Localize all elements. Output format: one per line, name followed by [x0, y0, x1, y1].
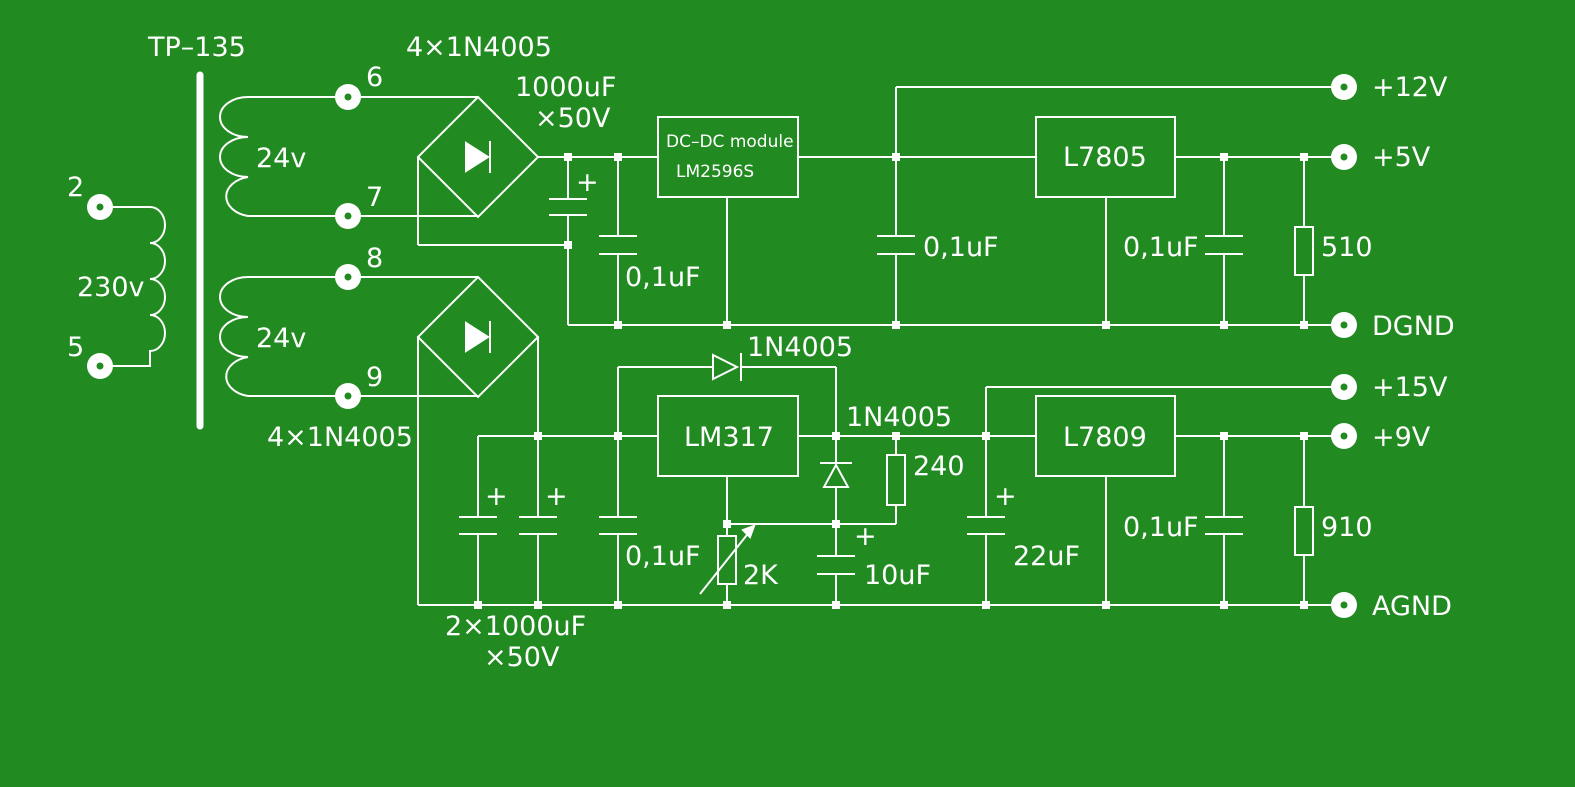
- cap-dual-label-1: 2×1000uF: [445, 611, 586, 642]
- pin-5-label: 5: [67, 332, 84, 363]
- bridge2-label: 4×1N4005: [267, 422, 413, 453]
- capacitor-22uf: [967, 516, 1005, 535]
- terminal-pin-7[interactable]: [335, 203, 361, 229]
- l7805-box: [1035, 116, 1176, 198]
- out-12v-label: +12V: [1372, 72, 1448, 103]
- terminal-15v[interactable]: [1331, 374, 1357, 400]
- capacitor-upper-01-b: [877, 235, 915, 255]
- out-dgnd-label: DGND: [1372, 311, 1455, 342]
- terminal-dgnd[interactable]: [1331, 312, 1357, 338]
- diode-top: [712, 353, 742, 381]
- cap-dual-b-plus: +: [545, 481, 568, 512]
- cap-main-label-1: 1000uF: [515, 72, 616, 103]
- capacitor-lower-01-a: [599, 516, 637, 535]
- cap-22uf-plus: +: [994, 481, 1017, 512]
- capacitor-upper-01-a: [599, 235, 637, 255]
- capacitor-1000uf-a: [459, 516, 497, 535]
- cap-10uf-label: 10uF: [864, 560, 931, 591]
- bridge-rectifier-2: [348, 275, 540, 605]
- l7809-box: [1035, 395, 1176, 477]
- out-5v-label: +5V: [1372, 142, 1431, 173]
- primary-winding: [100, 206, 166, 367]
- cap-10uf-plus: +: [854, 521, 877, 552]
- resistor-510: [1294, 226, 1314, 276]
- potentiometer-2k: [699, 524, 756, 595]
- cap-01-e-label: 0,1uF: [1123, 512, 1199, 543]
- lm317-box: [657, 395, 799, 477]
- terminal-pin-8[interactable]: [335, 264, 361, 290]
- primary-voltage-label: 230v: [77, 272, 145, 303]
- terminal-9v[interactable]: [1331, 423, 1357, 449]
- res-240-label: 240: [913, 451, 965, 482]
- diode-top-label: 1N4005: [747, 332, 853, 363]
- capacitor-10uf: [817, 555, 855, 575]
- terminal-12v[interactable]: [1331, 74, 1357, 100]
- l7805-label: L7805: [1063, 142, 1147, 173]
- bridge-rectifier-1: [348, 95, 568, 246]
- secondary-winding-2: [219, 276, 348, 397]
- dcdc-label-1: DC–DC module: [666, 132, 794, 152]
- cap-01-c-label: 0,1uF: [1123, 232, 1199, 263]
- cap-22uf-label: 22uF: [1013, 541, 1080, 572]
- secondary2-voltage-label: 24v: [256, 323, 306, 354]
- pin-6-label: 6: [366, 62, 383, 93]
- terminal-pin-6[interactable]: [335, 84, 361, 110]
- res-510-label: 510: [1321, 232, 1373, 263]
- terminal-5v[interactable]: [1331, 144, 1357, 170]
- cap-01-d-label: 0,1uF: [625, 541, 701, 572]
- upper-wiring: [567, 86, 1344, 326]
- secondary-winding-1: [219, 96, 348, 217]
- terminal-agnd[interactable]: [1331, 592, 1357, 618]
- junction-dots: [474, 153, 1308, 609]
- secondary1-voltage-label: 24v: [256, 143, 306, 174]
- resistor-240: [886, 454, 906, 506]
- terminal-pin-5[interactable]: [87, 353, 113, 379]
- terminal-pin-9[interactable]: [335, 383, 361, 409]
- pin-2-label: 2: [67, 172, 84, 203]
- cap-main-plus: +: [576, 167, 599, 198]
- dcdc-label-2: LM2596S: [676, 162, 754, 182]
- cap-01-a-label: 0,1uF: [625, 262, 701, 293]
- res-910-label: 910: [1321, 512, 1373, 543]
- cap-dual-label-2: ×50V: [484, 642, 560, 673]
- cap-main-label-2: ×50V: [535, 103, 611, 134]
- out-agnd-label: AGND: [1372, 591, 1452, 622]
- pot-2k-label: 2K: [743, 560, 779, 591]
- capacitor-lower-01-b: [1205, 516, 1243, 535]
- pin-9-label: 9: [366, 362, 383, 393]
- cap-01-b-label: 0,1uF: [923, 232, 999, 263]
- capacitor-1000uf: [549, 198, 587, 216]
- dcdc-module-box: [657, 116, 799, 198]
- diode-mid: [820, 462, 852, 488]
- cap-dual-a-plus: +: [485, 481, 508, 512]
- bridge1-label: 4×1N4005: [406, 32, 552, 63]
- transformer-label: TP–135: [147, 32, 246, 63]
- terminal-pin-2[interactable]: [87, 194, 113, 220]
- lm317-label: LM317: [684, 422, 774, 453]
- capacitor-upper-01-c: [1205, 235, 1243, 255]
- out-9v-label: +9V: [1372, 422, 1431, 453]
- capacitor-1000uf-b: [519, 516, 557, 535]
- resistor-910: [1294, 506, 1314, 556]
- diode-mid-label: 1N4005: [846, 402, 952, 433]
- pin-7-label: 7: [366, 182, 383, 213]
- l7809-label: L7809: [1063, 422, 1147, 453]
- out-15v-label: +15V: [1372, 372, 1448, 403]
- pin-8-label: 8: [366, 243, 383, 274]
